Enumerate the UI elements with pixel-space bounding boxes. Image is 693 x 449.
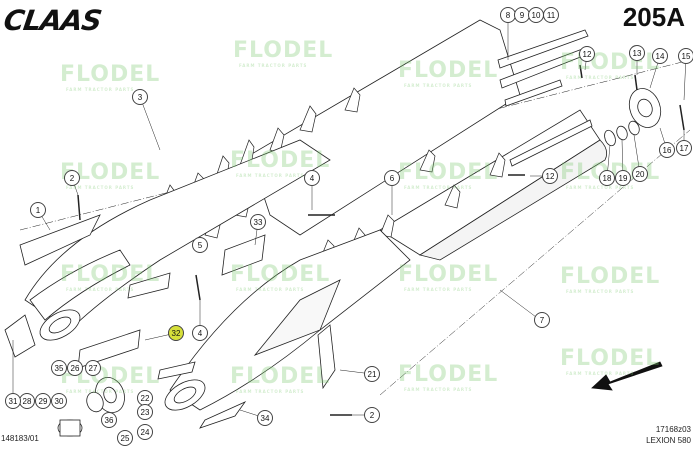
callout-30[interactable]: 30 [51,393,67,409]
front-rotor-cone [24,139,331,331]
callout-20[interactable]: 20 [632,166,648,182]
hub-flange [628,88,662,128]
callout-4[interactable]: 4 [192,325,208,341]
callout-10[interactable]: 10 [528,7,544,23]
callout-36[interactable]: 36 [101,412,117,428]
callout-18[interactable]: 18 [599,170,615,186]
callout-25[interactable]: 25 [117,430,133,446]
callout-2[interactable]: 2 [64,170,80,186]
brand-logo: CLAAS [1,4,104,37]
callout-33[interactable]: 33 [250,214,266,230]
callout-23[interactable]: 23 [137,404,153,420]
callout-11[interactable]: 11 [543,7,559,23]
callout-26[interactable]: 26 [67,360,83,376]
callout-24[interactable]: 24 [137,424,153,440]
callout-13[interactable]: 13 [629,45,645,61]
shaft-strip [497,29,589,69]
callout-17[interactable]: 17 [676,140,692,156]
callout-35[interactable]: 35 [51,360,67,376]
callout-16[interactable]: 16 [659,142,675,158]
callout-21[interactable]: 21 [364,366,380,382]
drawing-code: 17168z03 [655,425,691,434]
callout-29[interactable]: 29 [35,393,51,409]
callout-3[interactable]: 3 [132,89,148,105]
callout-15[interactable]: 15 [678,48,693,64]
callout-6[interactable]: 6 [384,170,400,186]
callout-1[interactable]: 1 [30,202,46,218]
callout-12[interactable]: 12 [542,168,558,184]
callout-34[interactable]: 34 [257,410,273,426]
machine-model: LEXION 580 [646,436,691,445]
callout-28[interactable]: 28 [19,393,35,409]
blade-34 [199,401,247,429]
callout-14[interactable]: 14 [652,48,668,64]
blade-31 [4,314,36,358]
callout-7[interactable]: 7 [534,312,550,328]
callout-12[interactable]: 12 [579,46,595,62]
callout-5[interactable]: 5 [192,237,208,253]
footer-left-code: 148183/01 [1,434,39,443]
blade-21 [317,324,336,390]
callout-32[interactable]: 32 [168,325,184,341]
page-number: 205A [622,2,685,32]
blade-33 [221,234,266,276]
callout-19[interactable]: 19 [615,170,631,186]
callout-27[interactable]: 27 [85,360,101,376]
direction-arrow [591,361,663,391]
callout-4[interactable]: 4 [304,170,320,186]
callout-2[interactable]: 2 [364,407,380,423]
callout-31[interactable]: 31 [5,393,21,409]
